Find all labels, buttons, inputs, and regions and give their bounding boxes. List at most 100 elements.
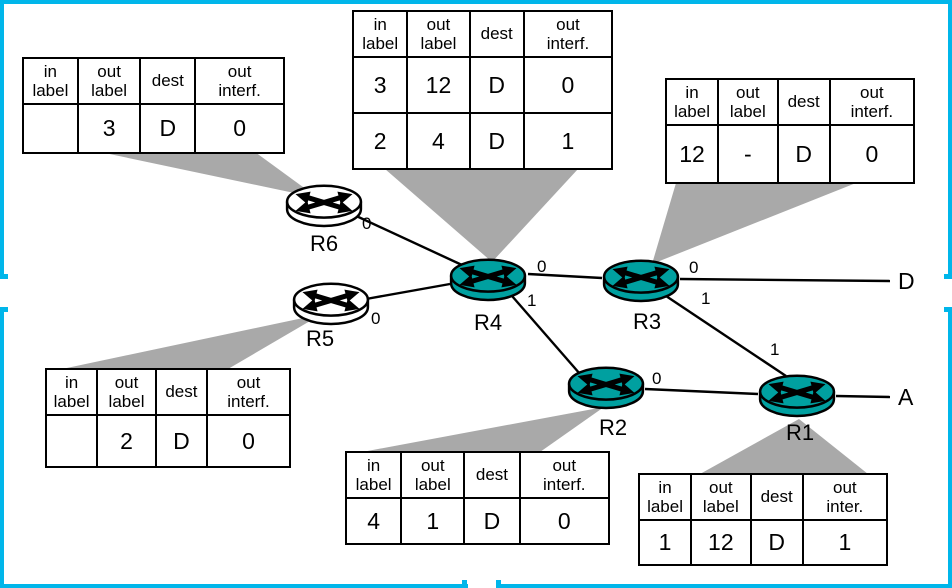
column-header: dest xyxy=(154,368,209,416)
router-r5 xyxy=(288,277,374,329)
router-label-r4: R4 xyxy=(473,310,503,335)
table-cell: 0 xyxy=(828,124,916,184)
column-header: out interf. xyxy=(522,10,614,58)
column-header: in label xyxy=(351,10,409,58)
router-r3 xyxy=(598,254,684,306)
column-header: out interf. xyxy=(828,78,916,126)
column-header: dest xyxy=(776,78,831,126)
router-r6 xyxy=(281,179,367,231)
router-r2 xyxy=(563,361,649,413)
callout-wedge-r4 xyxy=(385,169,578,262)
column-header: in label xyxy=(44,368,99,416)
column-header: out label xyxy=(96,368,157,416)
table-cell: 1 xyxy=(400,497,466,545)
column-header: out label xyxy=(400,451,466,499)
table-cell: 0 xyxy=(518,497,611,545)
router-r1 xyxy=(754,369,840,421)
table-cell: D xyxy=(139,103,197,154)
link-r5-r4 xyxy=(365,282,451,301)
link-r1-a xyxy=(835,394,891,399)
link-r2-r1 xyxy=(644,387,759,396)
table-cell: 2 xyxy=(351,112,409,170)
column-header: in label xyxy=(664,78,720,126)
router-label-r2: R2 xyxy=(598,415,628,440)
table-cell: 4 xyxy=(344,497,403,545)
table-cell: 1 xyxy=(801,519,889,566)
column-header: out inter. xyxy=(801,473,889,521)
interface-number-r4-0: 0 xyxy=(537,257,547,276)
column-header: in label xyxy=(22,57,79,105)
column-header: in label xyxy=(344,451,403,499)
column-header: dest xyxy=(468,10,525,58)
column-header: out interf. xyxy=(518,451,611,499)
link-r4-r3 xyxy=(527,272,603,280)
table-cell: D xyxy=(468,56,525,114)
table-cell: 0 xyxy=(206,414,291,468)
router-icon xyxy=(288,277,374,329)
table-cell xyxy=(22,103,79,154)
callout-wedge-r5 xyxy=(62,314,322,369)
table-cell: 2 xyxy=(96,414,157,468)
table-cell: 1 xyxy=(637,519,693,566)
callout-wedge-r1 xyxy=(700,419,868,474)
table-cell xyxy=(44,414,99,468)
table-cell: D xyxy=(468,112,525,170)
router-label-r3: R3 xyxy=(632,309,662,334)
router-icon xyxy=(754,369,840,421)
table-cell: 3 xyxy=(76,103,142,154)
table-cell: 12 xyxy=(664,124,720,184)
column-header: out interf. xyxy=(206,368,291,416)
table-cell: D xyxy=(463,497,521,545)
router-icon xyxy=(563,361,649,413)
column-header: dest xyxy=(139,57,197,105)
column-header: out interf. xyxy=(194,57,285,105)
table-cell: 3 xyxy=(351,56,409,114)
callout-wedge-r6 xyxy=(100,152,318,198)
table-cell: - xyxy=(717,124,779,184)
column-header: out label xyxy=(406,10,471,58)
table-cell: D xyxy=(154,414,209,468)
column-header: in label xyxy=(637,473,693,521)
router-label-r1: R1 xyxy=(785,420,815,445)
column-header: out label xyxy=(76,57,142,105)
callout-wedge-r2 xyxy=(362,407,604,452)
column-header: out label xyxy=(717,78,779,126)
column-header: out label xyxy=(690,473,752,521)
link-r3-r1 xyxy=(665,295,787,377)
table-cell: 0 xyxy=(194,103,285,154)
router-r4 xyxy=(443,253,533,305)
link-r6-r4 xyxy=(351,212,463,267)
table-cell: 12 xyxy=(690,519,752,566)
link-r4-r2 xyxy=(511,295,581,375)
link-r3-d xyxy=(679,277,891,283)
router-icon xyxy=(443,253,533,305)
table-cell: D xyxy=(749,519,804,566)
table-cell: D xyxy=(776,124,831,184)
interface-number-r6: 0 xyxy=(362,214,372,233)
table-cell: 12 xyxy=(406,56,471,114)
interface-number-r3-0: 0 xyxy=(689,258,699,277)
router-icon xyxy=(281,179,367,231)
destination-label-a: A xyxy=(898,384,914,410)
router-label-r5: R5 xyxy=(305,326,335,351)
table-cell: 0 xyxy=(522,56,614,114)
callout-wedge-r3 xyxy=(652,183,856,264)
router-label-r6: R6 xyxy=(309,231,339,256)
destination-label-d: D xyxy=(898,268,915,294)
router-icon xyxy=(598,254,684,306)
interface-number-r1: 1 xyxy=(770,340,780,359)
table-cell: 1 xyxy=(522,112,614,170)
table-cell: 4 xyxy=(406,112,471,170)
interface-number-r3-1: 1 xyxy=(701,289,711,308)
column-header: dest xyxy=(463,451,521,499)
interface-number-r4-1: 1 xyxy=(527,291,537,310)
interface-number-r2: 0 xyxy=(652,369,662,388)
